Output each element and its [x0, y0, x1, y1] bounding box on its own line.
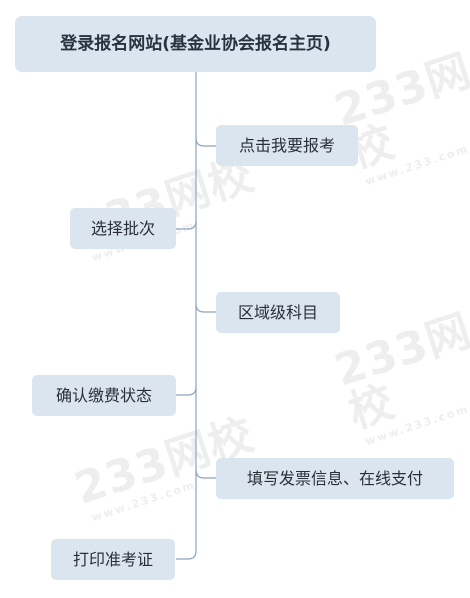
step-node-select-batch[interactable]: 选择批次 — [70, 208, 176, 249]
step-node-print-admission[interactable]: 打印准考证 — [51, 539, 175, 580]
connector-to-step-left-2 — [176, 386, 197, 396]
step-node-label: 选择批次 — [90, 218, 155, 238]
step-node-label: 区域级科目 — [237, 302, 318, 322]
step-node-label: 打印准考证 — [72, 549, 153, 569]
step-node-label: 点击我要报考 — [238, 135, 335, 155]
step-node-label: 确认缴费状态 — [55, 385, 152, 405]
root-node-label: 登录报名网站(基金业协会报名主页) — [60, 33, 331, 54]
connector-to-step-right-1 — [195, 137, 216, 147]
root-node[interactable]: 登录报名网站(基金业协会报名主页) — [15, 16, 376, 72]
connector-to-step-right-2 — [195, 303, 216, 313]
step-node-confirm-payment[interactable]: 确认缴费状态 — [32, 375, 176, 416]
connector-to-step-left-1 — [176, 220, 197, 230]
step-node-label: 填写发票信息、在线支付 — [246, 468, 423, 488]
step-node-click-apply[interactable]: 点击我要报考 — [216, 125, 358, 166]
connector-to-step-left-3 — [176, 550, 197, 560]
step-node-invoice-payment[interactable]: 填写发票信息、在线支付 — [216, 458, 454, 499]
step-node-region-subject[interactable]: 区域级科目 — [216, 292, 340, 333]
connector-to-step-right-3 — [195, 469, 216, 479]
